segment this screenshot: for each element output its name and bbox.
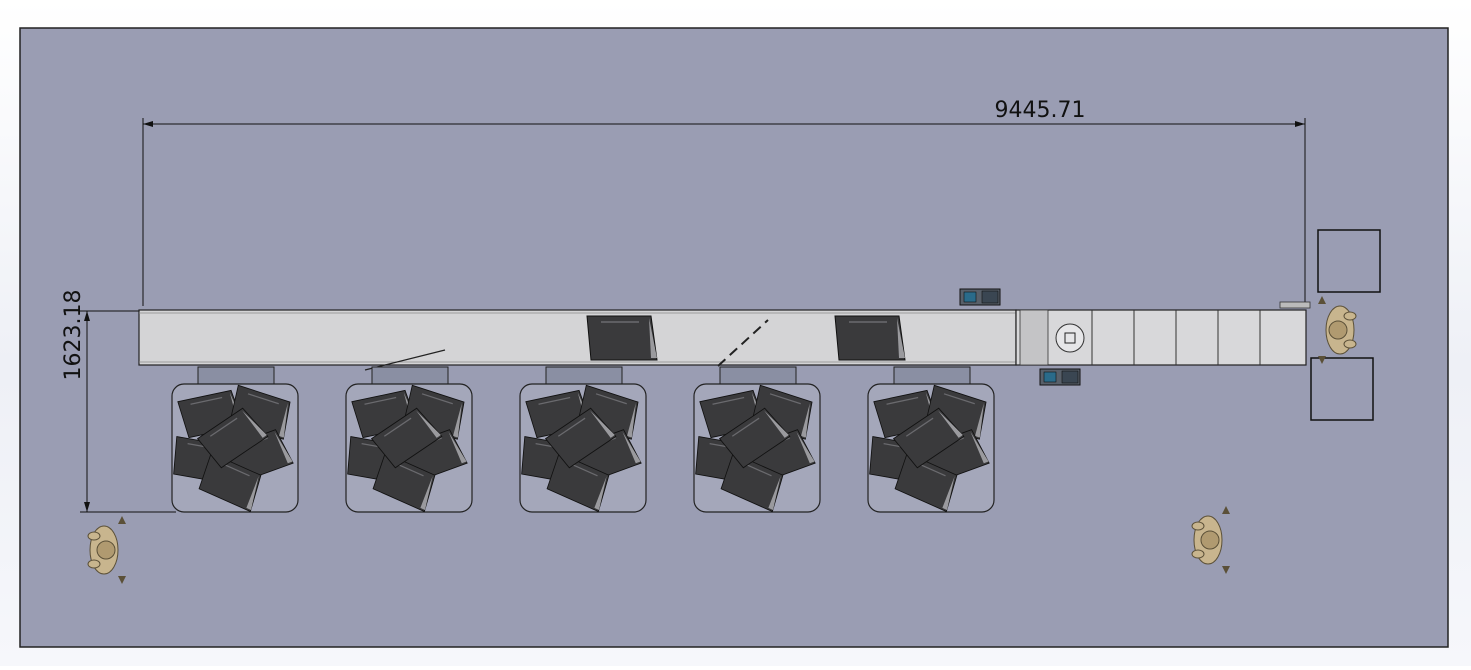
bin-4	[691, 366, 821, 513]
pallet-bottom	[1310, 357, 1374, 421]
bag-icon	[834, 315, 906, 361]
length-dimension: 9445.71	[142, 98, 1306, 306]
bag-icon	[586, 315, 658, 361]
bin-row	[169, 366, 995, 513]
bin-1	[169, 366, 299, 513]
width-dimension-label: 1623.18	[61, 290, 86, 381]
pallet-top	[1317, 229, 1381, 293]
bin-5	[865, 366, 995, 513]
width-dimension: 1623.18	[61, 290, 176, 513]
length-dimension-label: 9445.71	[995, 98, 1086, 123]
bin-2	[343, 366, 473, 513]
drive-motor-icon	[959, 288, 1001, 306]
drive-motor-icon	[1039, 368, 1081, 386]
bin-3	[517, 366, 647, 513]
main-conveyor	[138, 309, 1017, 371]
output-conveyor	[1015, 301, 1311, 366]
